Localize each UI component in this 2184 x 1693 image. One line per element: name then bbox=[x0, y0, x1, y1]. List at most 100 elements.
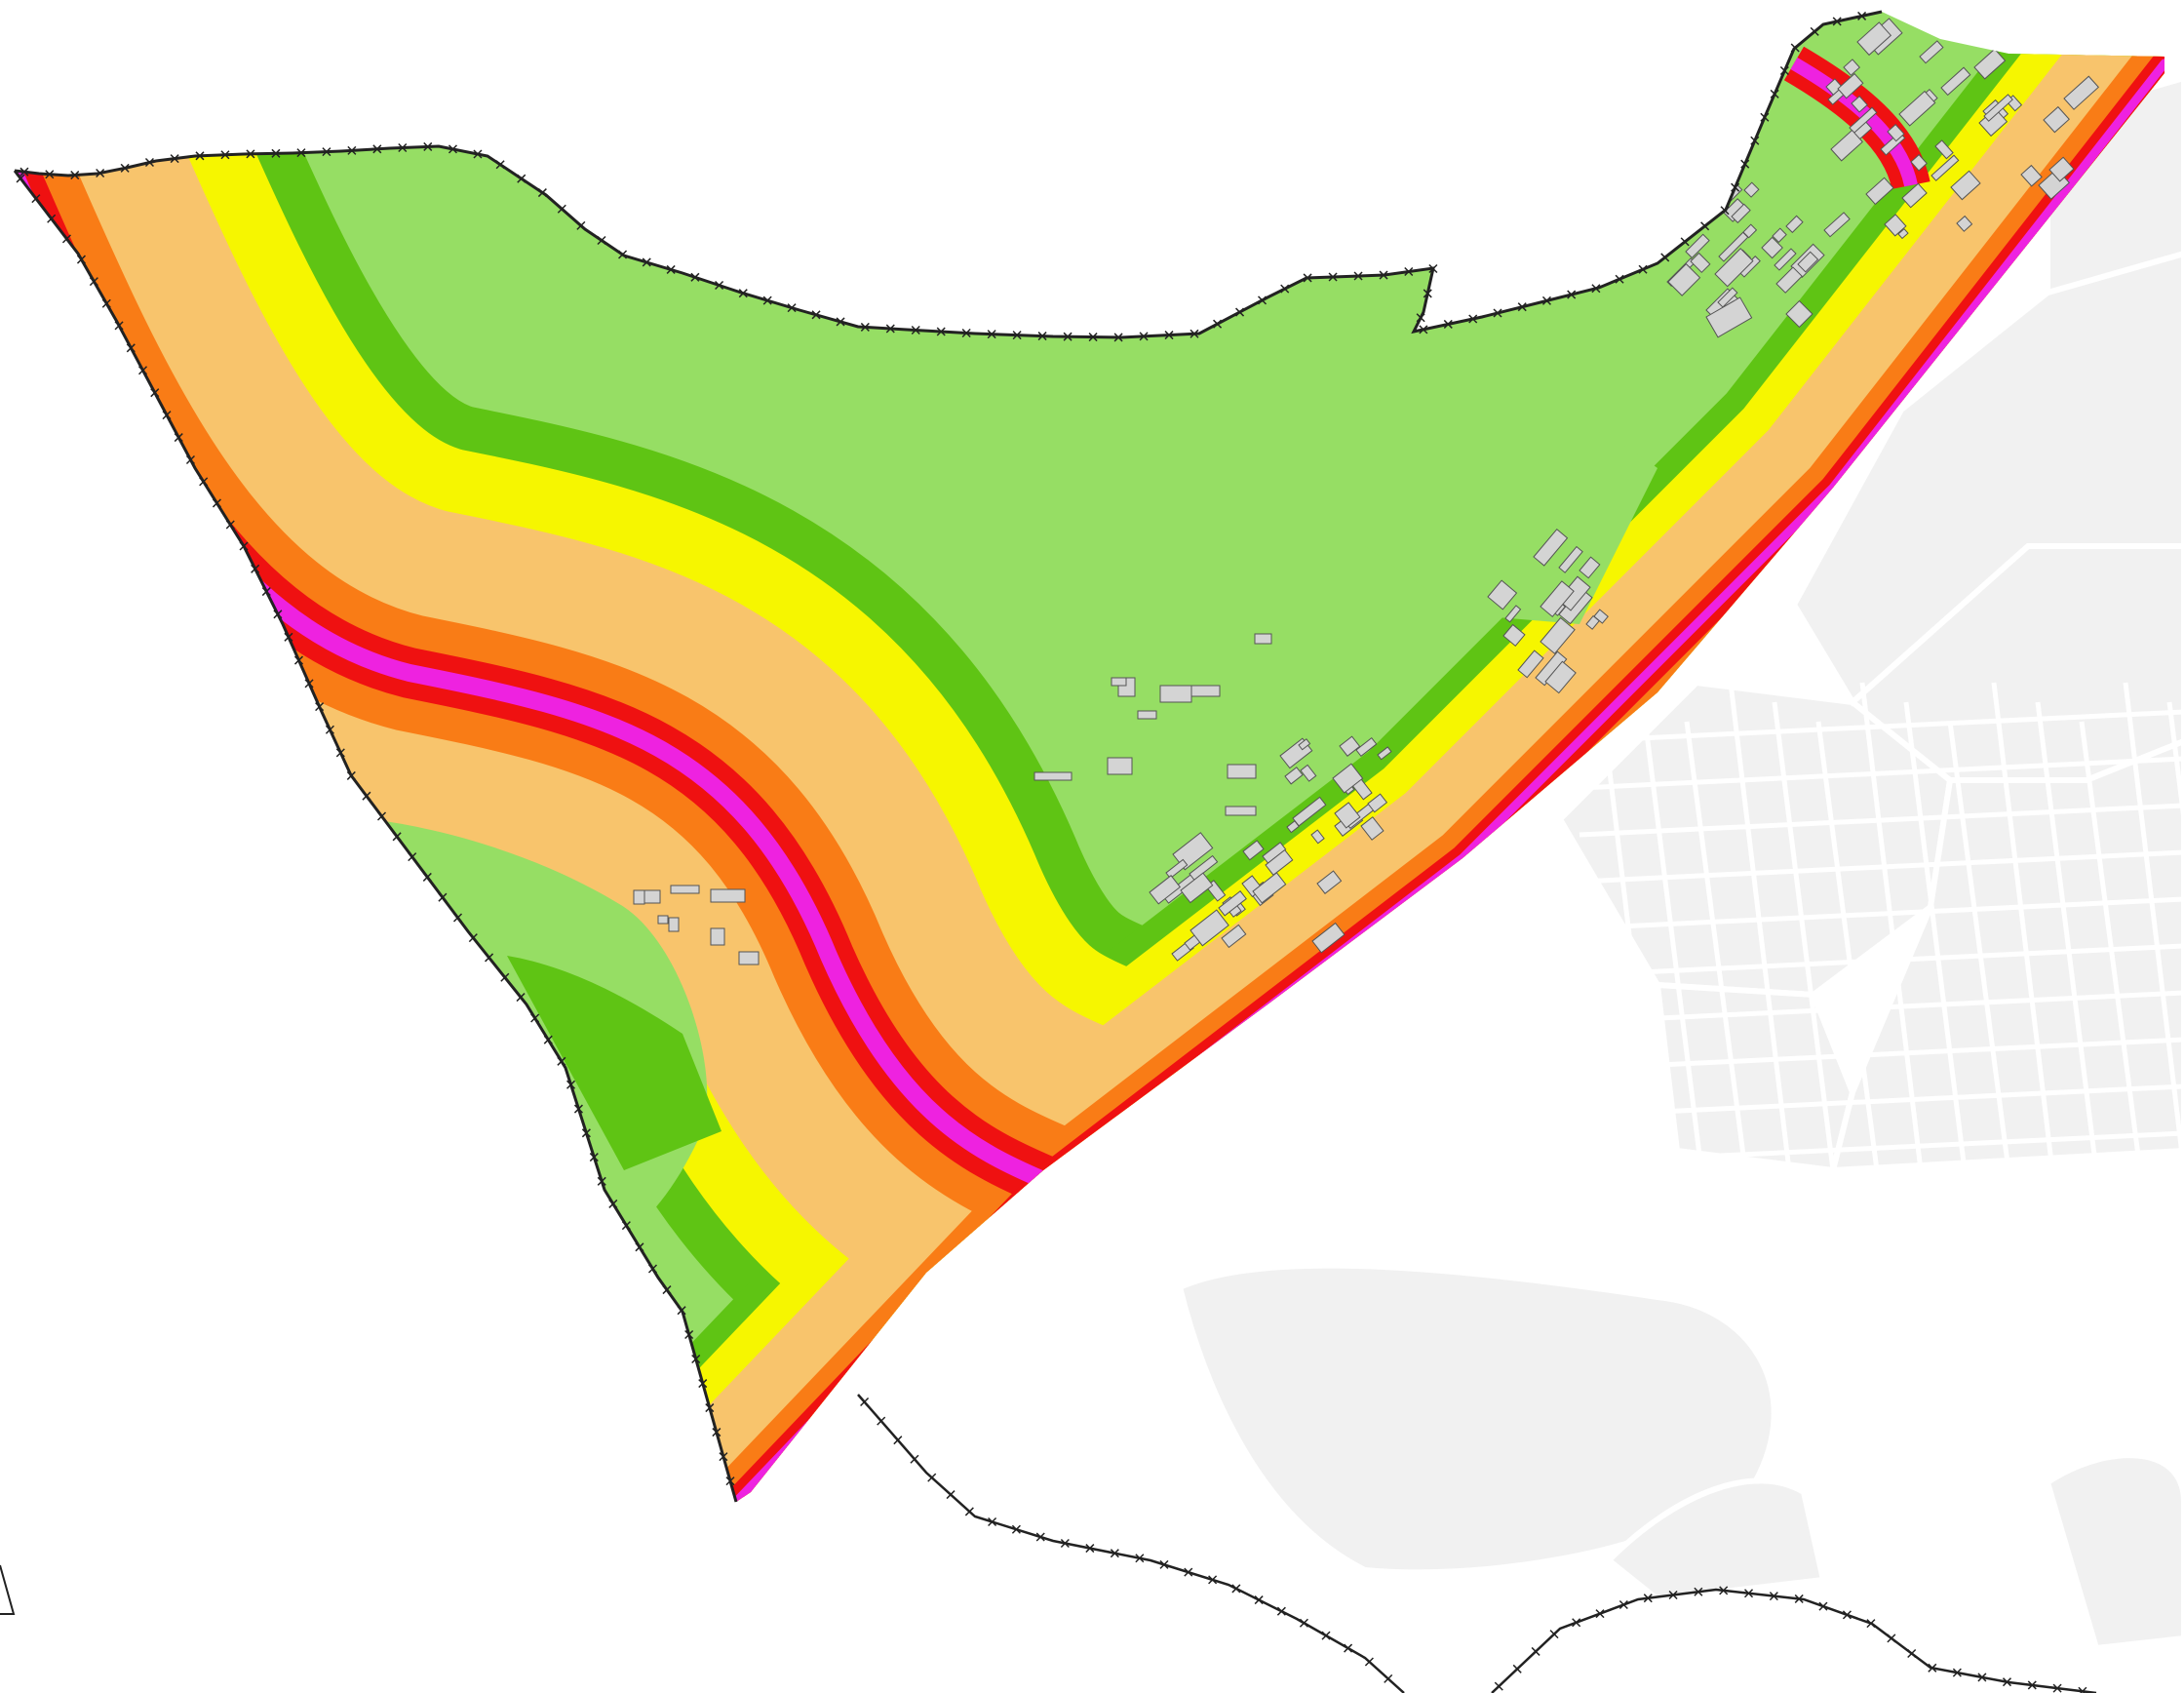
boundary-tick-icon bbox=[1428, 264, 1438, 274]
boundary-tick-icon bbox=[1257, 295, 1268, 305]
building bbox=[657, 915, 669, 925]
boundary-tick-icon bbox=[988, 1516, 997, 1527]
boundary-tick-icon bbox=[76, 255, 87, 264]
boundary-tick-icon bbox=[677, 1306, 686, 1316]
building bbox=[1690, 252, 1711, 274]
boundary-tick-icon bbox=[517, 174, 526, 183]
building bbox=[1310, 829, 1325, 845]
building bbox=[1717, 287, 1738, 308]
boundary-tick-icon bbox=[1235, 307, 1245, 317]
boundary-tick-icon bbox=[485, 953, 494, 963]
building bbox=[1901, 182, 1928, 209]
boundary-tick-icon bbox=[557, 204, 566, 214]
city-block bbox=[2044, 1452, 2184, 1652]
city-street bbox=[1579, 1083, 2184, 1119]
boundary-tick-icon bbox=[1517, 302, 1527, 312]
building bbox=[1533, 528, 1569, 567]
building bbox=[1856, 21, 1892, 57]
boundary-tick-icon bbox=[621, 1221, 631, 1231]
boundary-tick-icon bbox=[114, 321, 124, 331]
boundary-tick-icon bbox=[372, 144, 382, 154]
boundary-tick-icon bbox=[150, 388, 160, 398]
boundary-tick-icon bbox=[581, 1128, 591, 1138]
boundary-tick-icon bbox=[1231, 1584, 1241, 1594]
boundary-tick-icon bbox=[1760, 112, 1770, 122]
boundary-tick-icon bbox=[1769, 1592, 1778, 1601]
region-boundary bbox=[14, 10, 1883, 339]
building bbox=[1558, 545, 1583, 573]
boundary-tick-icon bbox=[293, 655, 304, 665]
boundary-tick-icon bbox=[705, 1403, 715, 1413]
building bbox=[1950, 170, 1981, 201]
building bbox=[1252, 872, 1287, 904]
boundary-ticks bbox=[16, 11, 2087, 1693]
boundary-tick-icon bbox=[16, 174, 25, 183]
city-street bbox=[1579, 1130, 2184, 1165]
boundary-tick-icon bbox=[101, 298, 111, 308]
building bbox=[633, 889, 645, 905]
boundary-tick-icon bbox=[1344, 1643, 1353, 1653]
boundary-tick-icon bbox=[89, 277, 98, 287]
boundary-tick-icon bbox=[1085, 1544, 1095, 1554]
city-street bbox=[2166, 701, 2184, 840]
boundary-tick-icon bbox=[376, 811, 387, 821]
boundary-tick-icon bbox=[787, 303, 797, 313]
building bbox=[1761, 236, 1783, 259]
building bbox=[1830, 129, 1863, 162]
building bbox=[1940, 66, 1971, 97]
building bbox=[1107, 757, 1133, 775]
building bbox=[1334, 802, 1361, 829]
boundary-tick-icon bbox=[96, 168, 105, 178]
boundary-tick-icon bbox=[1443, 319, 1453, 329]
north-arrow-icon bbox=[0, 1564, 16, 1615]
building bbox=[1774, 248, 1797, 271]
boundary-tick-icon bbox=[1384, 1673, 1393, 1683]
boundary-tick-icon bbox=[1887, 1634, 1896, 1643]
boundary-tick-icon bbox=[185, 454, 196, 465]
boundary-tick-icon bbox=[1719, 1586, 1729, 1595]
building bbox=[1360, 816, 1384, 841]
building bbox=[1190, 909, 1229, 947]
boundary-tick-icon bbox=[212, 498, 221, 508]
boundary-tick-icon bbox=[1615, 274, 1624, 284]
building bbox=[1685, 233, 1710, 259]
boundary-tick-icon bbox=[1213, 319, 1223, 329]
boundary-tick-icon bbox=[618, 250, 628, 259]
boundary-tick-icon bbox=[304, 679, 314, 689]
boundary-tick-icon bbox=[1857, 11, 1867, 20]
building bbox=[1956, 215, 1973, 232]
boundary-tick-icon bbox=[1353, 271, 1363, 281]
boundary-tick-icon bbox=[1113, 333, 1123, 342]
boundary-tick-icon bbox=[422, 872, 432, 882]
boundary-tick-icon bbox=[691, 1354, 701, 1364]
boundary-tick-icon bbox=[137, 366, 148, 375]
building bbox=[1988, 34, 2003, 49]
building bbox=[1823, 212, 1851, 238]
boundary-tick-icon bbox=[1740, 159, 1750, 169]
boundary-tick-icon bbox=[438, 892, 448, 902]
boundary-tick-icon bbox=[557, 1056, 566, 1066]
boundary-tick-icon bbox=[2078, 1686, 2087, 1693]
building bbox=[1300, 764, 1317, 782]
boundary-tick-icon bbox=[698, 1379, 708, 1389]
boundary-tick-icon bbox=[1549, 1630, 1559, 1639]
boundary-tick-icon bbox=[1832, 17, 1842, 26]
city-street bbox=[1579, 943, 2184, 978]
building bbox=[1540, 580, 1575, 617]
boundary-tick-icon bbox=[1088, 333, 1098, 342]
boundary-tick-icon bbox=[576, 220, 586, 230]
building bbox=[1149, 875, 1182, 905]
boundary-tick-icon bbox=[1928, 1663, 1937, 1673]
boundary-tick-icon bbox=[70, 171, 80, 180]
boundary-tick-icon bbox=[1060, 1538, 1070, 1549]
building bbox=[1377, 746, 1392, 761]
boundary-tick-icon bbox=[1419, 325, 1428, 335]
boundary-tick-icon bbox=[1037, 332, 1047, 341]
boundary-tick-icon bbox=[284, 632, 293, 642]
city-street bbox=[1859, 682, 1924, 1171]
building bbox=[1286, 820, 1300, 834]
building bbox=[1910, 153, 1928, 172]
boundary-tick-icon bbox=[2002, 1677, 2012, 1687]
boundary-tick-icon bbox=[239, 541, 249, 551]
boundary-tick-icon bbox=[1276, 1606, 1286, 1616]
